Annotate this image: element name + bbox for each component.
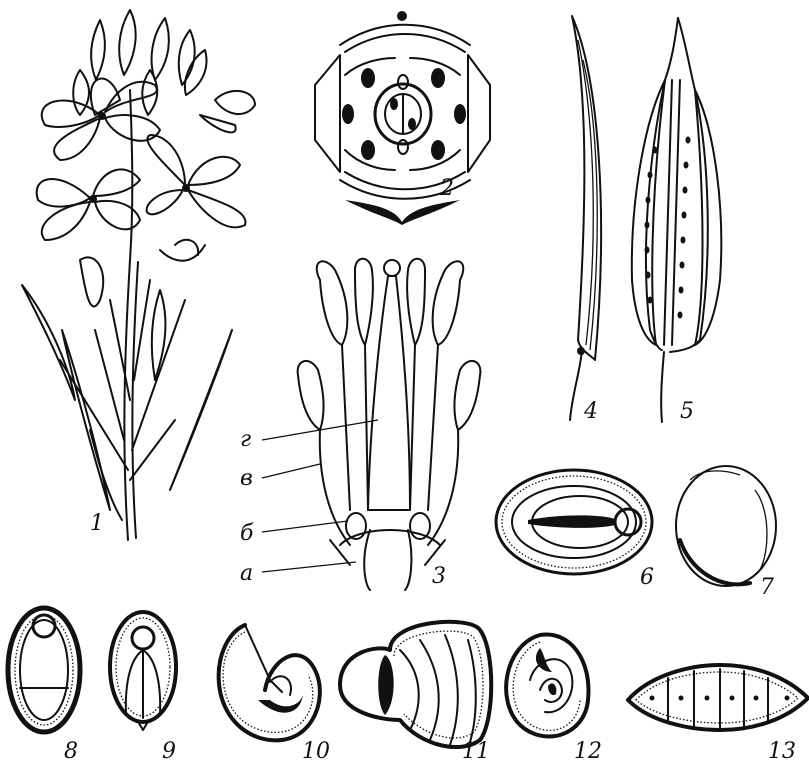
fig10-curved-embryo [219, 625, 320, 740]
label-4: 4 [583, 399, 598, 424]
label-12: 12 [574, 739, 602, 764]
label-6: 6 [640, 565, 654, 590]
label-v: в [240, 466, 253, 491]
label-2: 2 [439, 176, 454, 201]
label-13: 13 [768, 739, 796, 764]
label-b: б [240, 521, 254, 546]
label-1: 1 [90, 511, 104, 536]
label-a: а [240, 561, 253, 586]
fig3-stamens-pistil [262, 259, 480, 590]
fig7-seed [676, 466, 776, 586]
label-7: 7 [760, 575, 774, 600]
label-g: г [240, 427, 251, 452]
fig8-embryo-section [8, 608, 80, 732]
fig12-folded-embryo [506, 634, 588, 736]
label-9: 9 [162, 739, 176, 764]
fig13-lomentum [628, 665, 808, 730]
fig11-embryo-section [340, 622, 491, 747]
fig9-embryo-section [110, 612, 176, 730]
label-11: 11 [462, 739, 490, 764]
fig2-floral-diagram [315, 11, 490, 225]
label-8: 8 [64, 739, 78, 764]
fig5-opened-silique [632, 18, 721, 422]
fig6-seed-section [496, 470, 652, 574]
label-5: 5 [680, 399, 694, 424]
fig4-closed-silique [570, 16, 601, 420]
fig1-flowering-shoot [22, 10, 255, 540]
label-3: 3 [432, 564, 446, 589]
label-10: 10 [302, 739, 330, 764]
